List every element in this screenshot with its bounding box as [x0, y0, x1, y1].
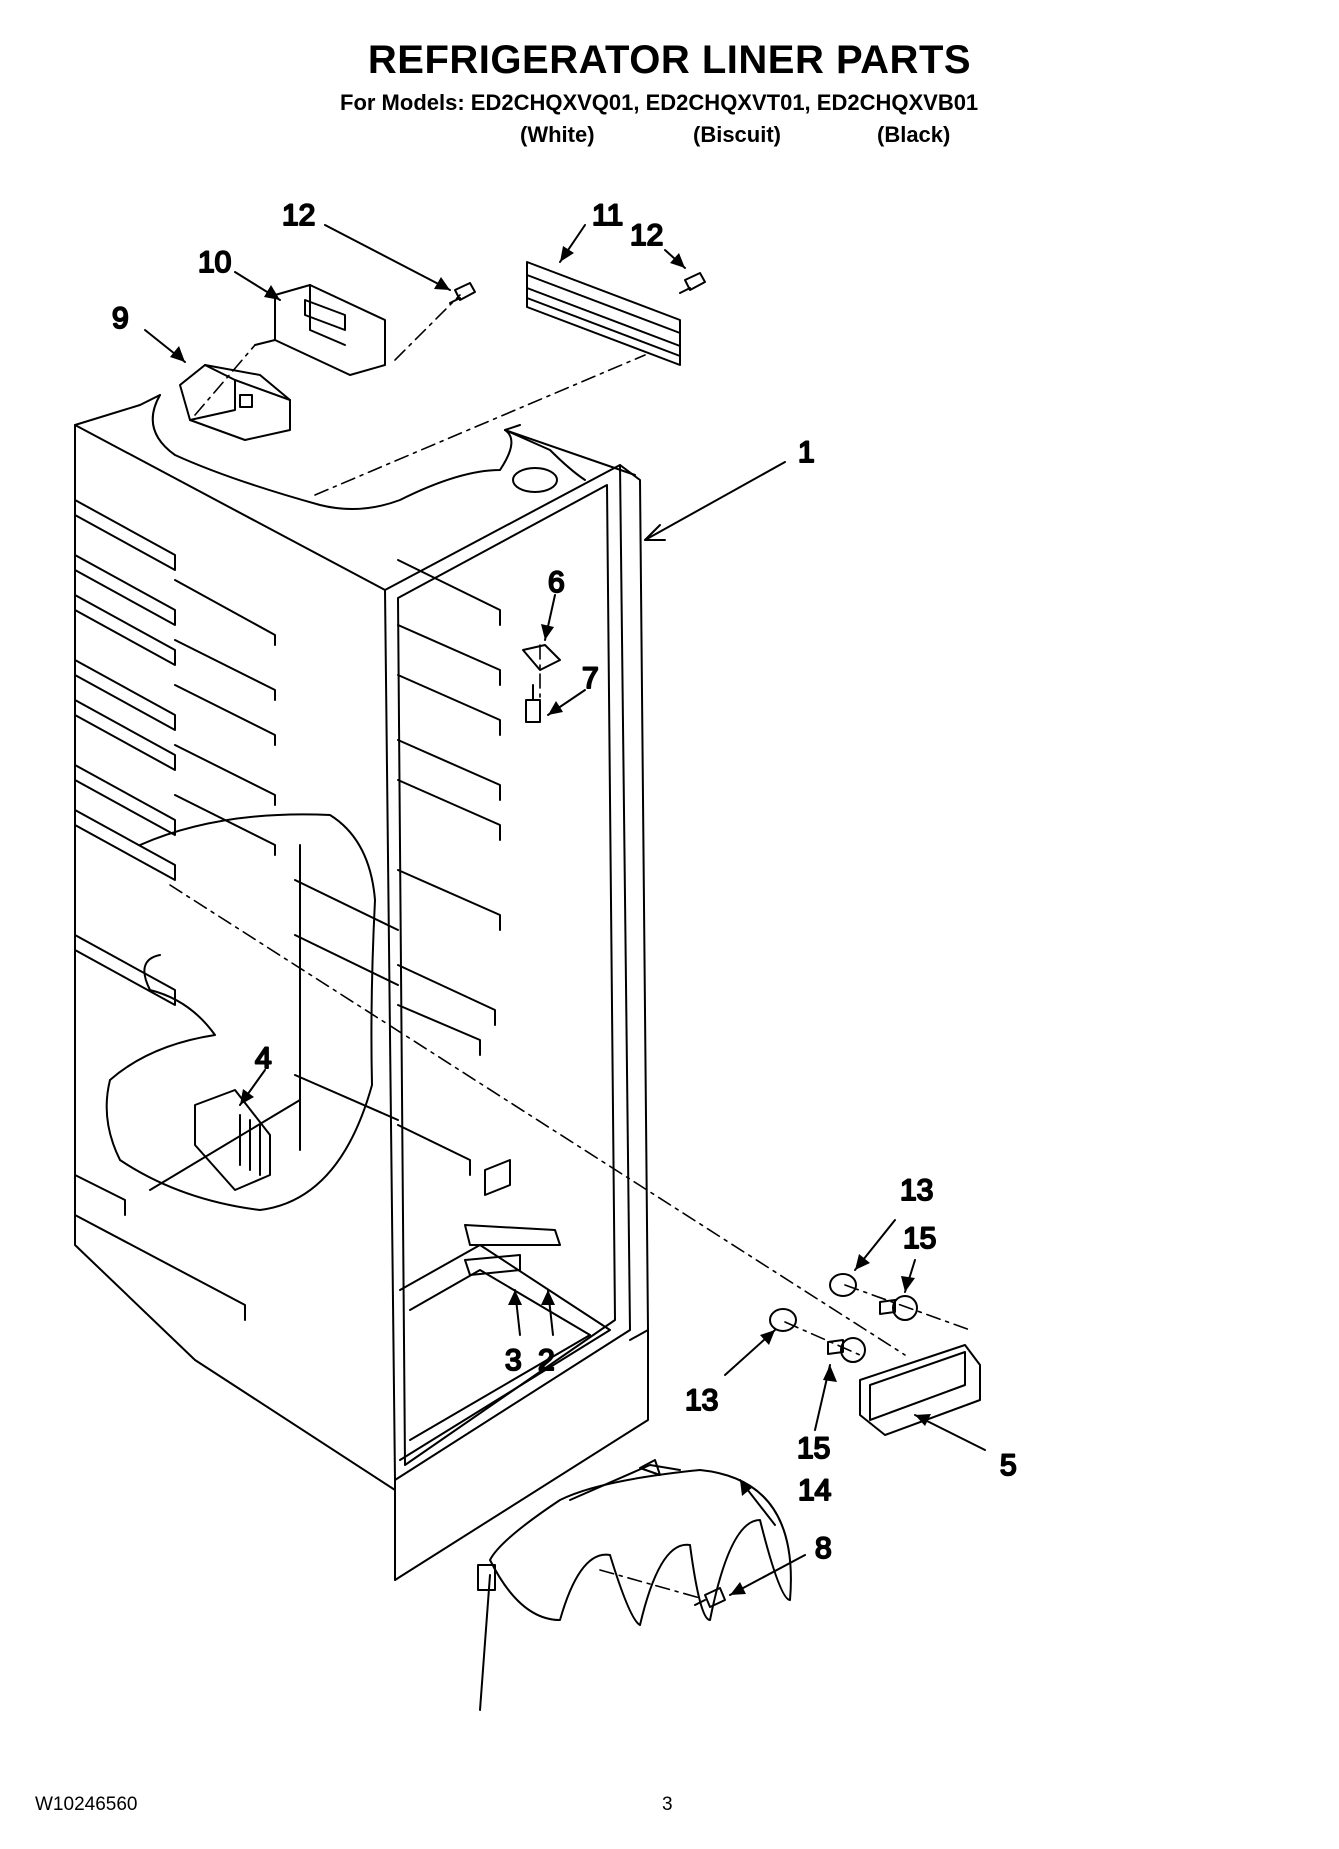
dash-housing [194, 344, 256, 416]
part-9-housing [179, 364, 291, 441]
dash-fixture [169, 884, 906, 1356]
models-line: For Models: ED2CHQXVQ01, ED2CHQXVT01, ED… [340, 90, 979, 115]
wall-bracket [484, 1159, 511, 1196]
callout-1: 1 [798, 436, 815, 469]
callout-2: 2 [538, 1344, 555, 1377]
liner-top-edge [74, 424, 386, 591]
variant-black: (Black) [877, 122, 951, 147]
part-12-screw-top-left [449, 282, 476, 304]
bottom-pan [399, 1244, 611, 1461]
callout-7: 7 [582, 662, 599, 695]
cutaway-rail [294, 879, 399, 931]
part-5-fixture [859, 1344, 981, 1436]
callout-14: 14 [798, 1474, 831, 1507]
leader-1 [644, 461, 786, 541]
document-code: W10246560 [35, 1794, 138, 1815]
part-13-socket-upper [829, 1273, 857, 1297]
top-cutaway [151, 394, 521, 510]
page-title: REFRIGERATOR LINER PARTS [367, 38, 972, 82]
part-7-screw [525, 684, 541, 723]
callout-4: 4 [255, 1042, 272, 1075]
top-vent [512, 467, 558, 493]
callout-15-upper: 15 [903, 1222, 936, 1255]
liner-top-left [74, 394, 161, 426]
callout-11: 11 [592, 199, 623, 232]
cutaway-floor [149, 1099, 301, 1191]
dash-duct [314, 354, 646, 496]
assembly-lines [169, 294, 971, 1599]
callout-13-lower: 13 [685, 1384, 718, 1417]
right-wall-shelf-rails [397, 559, 501, 1176]
part-2-bracket [464, 1224, 561, 1246]
dash-heater-screw [599, 1569, 701, 1599]
dash-screw-left [394, 294, 461, 361]
part-13-socket-lower [769, 1308, 797, 1332]
part-11-duct [526, 261, 681, 366]
arrowhead-1 [644, 524, 666, 541]
callout-6: 6 [548, 566, 565, 599]
part-15-bulb-upper [879, 1295, 918, 1321]
part-6-clip [522, 644, 561, 671]
part-3-bracket [464, 1254, 521, 1276]
callout-5: 5 [1000, 1449, 1017, 1482]
arrowheads [170, 246, 931, 1595]
callout-3: 3 [505, 1344, 522, 1377]
callout-13-upper: 13 [900, 1174, 933, 1207]
callout-12-right: 12 [630, 219, 663, 252]
part-8-screw [694, 1587, 726, 1608]
callout-15-lower: 15 [797, 1432, 830, 1465]
part-10-bracket [254, 284, 386, 376]
cutaway-rail-2 [294, 934, 399, 986]
callout-12-left: 12 [282, 199, 315, 232]
dash-socket-upper [844, 1284, 971, 1331]
variant-white: (White) [520, 122, 595, 147]
dash-socket-lower [784, 1321, 861, 1356]
callout-9: 9 [112, 302, 129, 335]
leader-12a [324, 224, 451, 291]
part-4-grille [194, 1089, 271, 1191]
cutaway-rail-3 [294, 1074, 399, 1121]
page-number: 3 [662, 1794, 673, 1815]
left-wall-shelf-rails [74, 499, 276, 1321]
callout-8: 8 [815, 1532, 832, 1565]
callout-10: 10 [198, 246, 231, 279]
callout-labels: 1 2 3 4 5 6 7 8 9 10 11 12 12 13 13 14 1… [111, 198, 1018, 1566]
liner-right-wall [619, 464, 649, 1341]
part-12-screw-top-right [679, 272, 706, 294]
variant-biscuit: (Biscuit) [693, 122, 781, 147]
bottom-pan-inner [409, 1269, 591, 1441]
liner-front-frame-inner [397, 484, 616, 1466]
part-14-heater [477, 1459, 792, 1711]
part-15-bulb-lower [827, 1337, 866, 1363]
lower-cutaway [105, 813, 376, 1211]
liner-left-edge [74, 424, 396, 1581]
top-cutaway-right [504, 429, 586, 481]
liner-bottom-front [394, 1329, 649, 1581]
liner [74, 394, 649, 1581]
liner-front-frame [384, 464, 631, 1481]
